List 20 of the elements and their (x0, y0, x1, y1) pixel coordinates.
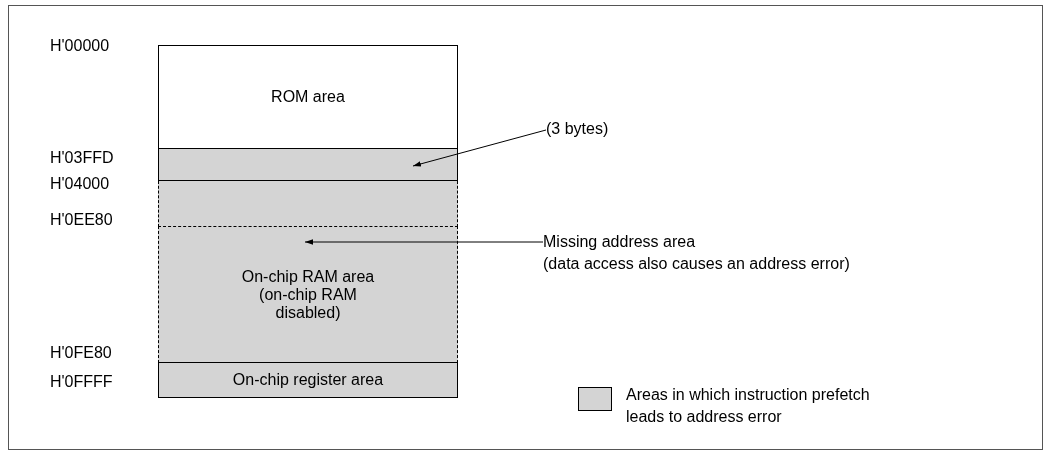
memory-region (158, 45, 458, 149)
region-label: ROM area (271, 88, 345, 106)
memory-region (158, 181, 458, 227)
memory-region (158, 148, 458, 181)
callout-text: (data access also causes an address error) (543, 254, 850, 274)
legend-text: Areas in which instruction prefetch leads to address error (626, 385, 871, 427)
address-label: H'0FE80 (50, 344, 112, 362)
address-label: H'0EE80 (50, 211, 113, 229)
memory-region (158, 226, 458, 363)
region-label: On-chip RAM area (on-chip RAM disabled) (240, 268, 376, 322)
leader-line (304, 239, 544, 245)
callout-text: Missing address area (543, 232, 696, 252)
address-label: H'00000 (50, 37, 110, 55)
memory-region (158, 362, 458, 398)
leader-line (412, 129, 547, 167)
address-label: H'0FFFF (50, 373, 113, 391)
address-label: H'03FFD (50, 149, 114, 167)
address-label: H'04000 (50, 175, 110, 193)
callout-text: (3 bytes) (546, 119, 609, 139)
region-label: On-chip register area (232, 371, 384, 389)
